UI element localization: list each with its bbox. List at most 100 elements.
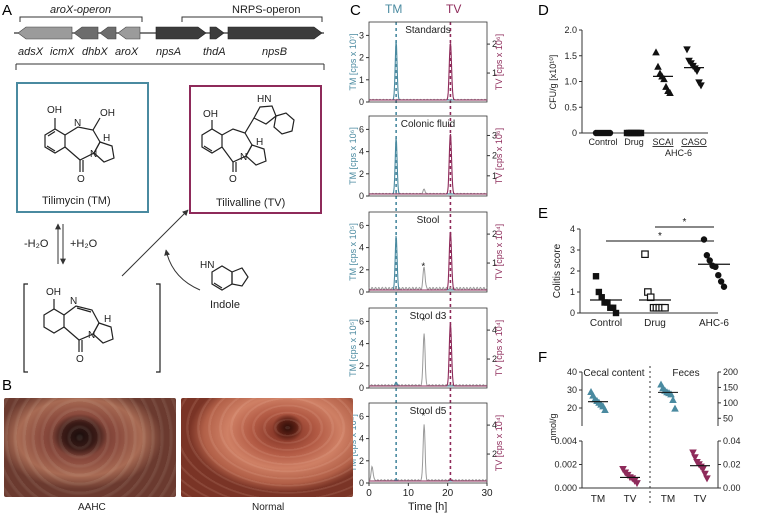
trace-tm [369,41,487,101]
panel-a: A aroX-operon NRPS-operon adsX icmX dhbX… [2,2,325,373]
f-tick-label: 0.02 [723,460,741,470]
panel-f-letter: F [538,349,547,366]
chromatogram-frame [368,211,488,293]
e-point-ahc-6 [715,272,722,279]
right-tick-label: 4 [492,325,497,335]
indole-hn: HN [200,260,214,271]
left-tick-label: 4 [359,243,364,253]
gene-label-dhbX: dhbX [82,46,108,58]
left-tick-label: 0 [359,97,364,107]
trace-gray [368,424,488,482]
gene-npsA [155,26,207,40]
f-point-tv [689,449,697,457]
chromatogram-title: Stool [417,215,440,226]
photo-label-aahc: AAHC [78,502,106,513]
e-point-ahc-6 [712,263,719,270]
d-point-caso [697,82,705,90]
f-point-tv [633,480,641,488]
e-point-control [612,309,620,317]
indole-structure [211,265,249,291]
gene-icmX [73,26,99,40]
f-tick-label: 0.004 [554,436,577,446]
e-point-ahc-6 [720,283,728,290]
imine-oh: OH [46,287,61,298]
right-tick-label: 1 [492,171,497,181]
photo-label-normal: Normal [252,502,284,513]
f-point-tv [619,466,627,473]
x-tick-label: 0 [366,488,372,499]
e-y-tick-label: 4 [570,224,575,234]
imine-o: O [76,354,84,365]
imine-intermediate [23,283,161,373]
left-tick-label: 2 [359,169,364,179]
d-category-label: SCAI [652,137,673,147]
colonoscopy-photo-normal [181,398,353,497]
e-point-ahc-6 [703,252,711,259]
left-tick-label: 6 [359,316,364,326]
left-axis-label: TM [cps x 10⁵] [348,223,358,281]
f-tick-label: 0.00 [723,483,741,493]
reaction-arrow [121,209,189,277]
panel-d-letter: D [538,2,549,19]
chromatogram-title: Stool d3 [410,311,447,322]
tv-oh: OH [203,109,218,120]
trace-gray [368,333,487,387]
f-point-tm [601,406,609,413]
tm-oh-aminal: OH [100,108,115,119]
f-point-tm [667,390,675,398]
f-left-title: Cecal content [583,368,644,379]
f-tick-label: 20 [567,403,577,413]
f-category-label: TM [661,494,675,505]
d-y-tick-label: 0.5 [564,102,577,112]
e-y-label: Colitis score [552,243,563,298]
indole-curved-arrow [164,249,201,291]
x-tick-label: 20 [442,488,454,499]
tv-n-ring: N [240,152,247,163]
right-axis-label: TV [cps x 10⁴] [494,224,504,280]
f-category-label: TM [591,494,605,505]
plus-water-label: +H₂O [70,238,98,250]
indole-label: Indole [210,299,240,311]
right-tick-label: 4 [492,420,497,430]
e-category-label: Drug [644,318,666,329]
right-tick-label: 3 [492,130,497,140]
e-significance-star: * [658,231,662,242]
imine-h: H [104,314,111,325]
chromatogram-frame [368,307,488,389]
gene-npsB [227,26,323,40]
f-point-tv [703,475,711,483]
gene-label-aroX: aroX [115,46,139,58]
trace-gray [369,188,488,195]
tm-oh-aromatic: OH [47,105,62,116]
left-tick-label: 0 [359,478,364,488]
left-tick-label: 2 [359,265,364,275]
d-y-label: CFU/g [x10¹⁰] [548,55,558,110]
colonoscopy-photo-aahc [4,398,176,497]
gene-label-npsA: npsA [156,46,181,58]
right-axis-label: TV [cps x 10⁴] [494,320,504,376]
d-category-label: Control [588,137,617,147]
e-y-tick-label: 2 [570,266,575,276]
minus-water-label: -H₂O [24,238,49,250]
trace-tv [369,43,487,101]
tm-o: O [77,174,85,185]
d-category-label: CASO [681,137,707,147]
left-tick-label: 4 [359,339,364,349]
right-tick-label: 2 [492,449,497,459]
f-category-label: TV [624,494,637,505]
left-axis-label: TM [cps x 10⁵] [348,319,358,377]
left-tick-label: 6 [359,124,364,134]
chromatogram-frame [368,402,488,484]
trace-tv [369,324,487,387]
f-y-label: nmol/g [548,413,558,440]
gene-dhbX [99,26,117,40]
gene-thdA [209,26,225,40]
chromatogram-title: Standards [405,25,451,36]
